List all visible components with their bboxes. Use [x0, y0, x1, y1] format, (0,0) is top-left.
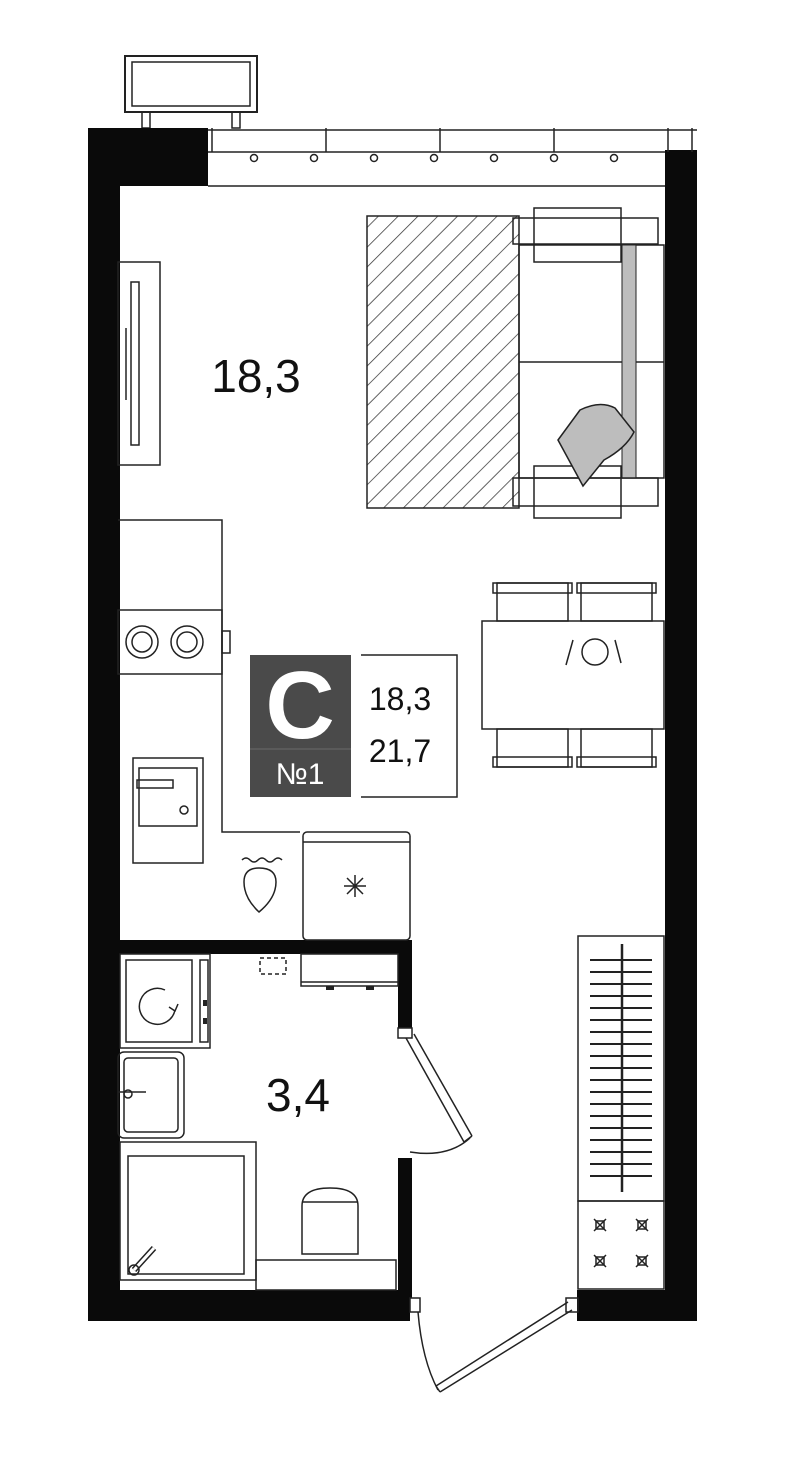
bathroom-shelf	[300, 953, 399, 990]
shower	[119, 1141, 257, 1281]
rug	[366, 215, 520, 509]
main-room-area-label: 18,3	[211, 350, 301, 402]
bed	[512, 207, 665, 519]
water-heater	[241, 857, 283, 913]
total-area-value: 21,7	[369, 733, 431, 769]
badge-background	[250, 655, 351, 797]
kitchen-sink	[132, 757, 204, 864]
living-area-value: 18,3	[369, 681, 431, 717]
radiator	[577, 935, 665, 1290]
radiator-bars	[590, 959, 652, 1177]
exterior-walls	[88, 128, 697, 1321]
ac-unit	[124, 55, 258, 129]
toilet	[255, 1187, 397, 1291]
entrance-door	[409, 1297, 579, 1393]
washing-machine	[119, 953, 211, 1049]
bathroom-area-label: 3,4	[266, 1069, 330, 1121]
apartment-number: №1	[276, 758, 325, 791]
bathroom-sink	[117, 1051, 185, 1139]
badge-areas-bracket	[361, 654, 458, 798]
dining-table	[481, 582, 665, 768]
wardrobe	[117, 261, 161, 466]
refrigerator	[302, 831, 411, 941]
window	[208, 128, 697, 187]
vent-marker	[259, 957, 287, 975]
bathroom-walls	[118, 940, 412, 1298]
apartment-badge: С №1 18,3 21,7	[250, 652, 458, 798]
kitchen-counter	[117, 519, 300, 833]
radiator-knobs	[593, 1218, 649, 1268]
apartment-type-letter: С	[265, 652, 334, 759]
bathroom-door	[397, 1027, 473, 1155]
